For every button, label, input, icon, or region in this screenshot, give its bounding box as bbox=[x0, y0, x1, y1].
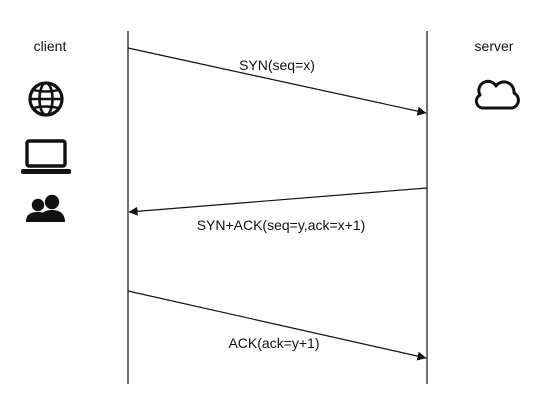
client-label: client bbox=[34, 38, 67, 54]
message-arrow-syn bbox=[127, 47, 427, 116]
users-icon bbox=[26, 194, 65, 222]
laptop-icon bbox=[21, 139, 71, 174]
message-label-ack: ACK(ack=y+1) bbox=[228, 335, 319, 351]
message-arrow-ack bbox=[127, 290, 427, 361]
cloud-icon bbox=[474, 79, 520, 110]
message-label-synack: SYN+ACK(seq=y,ack=x+1) bbox=[197, 217, 366, 233]
message-arrow-synack bbox=[128, 187, 428, 216]
message-label-syn: SYN(seq=x) bbox=[239, 57, 315, 73]
globe-icon bbox=[28, 81, 64, 117]
server-label: server bbox=[475, 38, 514, 54]
